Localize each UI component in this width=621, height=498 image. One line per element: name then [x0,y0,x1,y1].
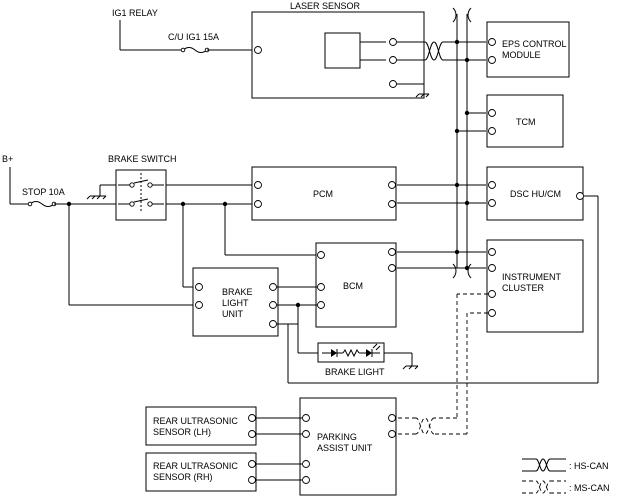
legend-hs-can: : HS-CAN [569,461,609,471]
rear-sensor-lh-box [145,406,257,446]
blu-label-line1: BRAKE [222,287,253,297]
fuse-cu-ig1-label: C/U IG1 15A [168,32,219,42]
parking-assist-unit: PARKING ASSIST UNIT [256,397,397,496]
eps-label-line1: EPS CONTROL [502,39,567,49]
cluster-label-line1: INSTRUMENT [502,272,561,282]
hs-can-bus [397,7,486,279]
dsc-module: DSC HU/CM [287,166,599,384]
bcm-box [315,242,397,328]
ms-can-link [397,293,488,435]
pcm-label: PCM [313,189,333,199]
instrument-cluster: INSTRUMENT CLUSTER [486,239,584,333]
rear-lh-label-line2: SENSOR (LH) [153,427,211,437]
resistor-symbol [342,348,360,358]
b-plus-label: B+ [2,154,13,164]
rear-rh-label-line2: SENSOR (RH) [153,472,213,482]
fuse-stop-label: STOP 10A [22,187,65,197]
pcm-module: PCM [251,166,397,221]
brake-light-unit: BRAKE LIGHT UNIT [192,267,320,354]
fuse-cu-ig1-symbol [182,47,208,53]
blu-label-line2: LIGHT [222,298,249,308]
rear-lh-label-line1: REAR ULTRASONIC [153,416,238,426]
blu-label-line3: UNIT [222,309,243,319]
ig1-relay-label: IG1 RELAY [112,8,158,18]
rear-rh-label-line1: REAR ULTRASONIC [153,461,238,471]
laser-sensor-label: LASER SENSOR [290,1,361,11]
rear-ultrasonic-sensor-rh: REAR ULTRASONIC SENSOR (RH) [145,452,257,492]
dsc-label: DSC HU/CM [510,189,561,199]
rear-sensor-rh-box [145,452,257,492]
dsc-box [486,166,584,221]
led-symbol [366,349,372,357]
eps-label-line2: MODULE [502,50,541,60]
legend: : HS-CAN : MS-CAN [522,458,610,494]
pau-label-line2: ASSIST UNIT [317,443,373,453]
b-plus-feed: B+ STOP 10A [2,154,193,306]
brake-light-unit-box [192,267,279,337]
bcm-module: BCM [315,242,397,328]
cluster-label-line2: CLUSTER [502,283,545,293]
brake-switch-outputs [166,184,317,288]
legend-ms-can: : MS-CAN [569,483,610,493]
tcm-label: TCM [516,117,536,127]
laser-sensor: LASER SENSOR [251,1,430,99]
instrument-cluster-box [486,239,584,333]
brake-switch-label: BRAKE SWITCH [108,154,177,164]
pau-label-line1: PARKING [317,432,357,442]
brake-light: BRAKE LIGHT [317,342,419,377]
tcm-box [486,94,564,148]
diode-symbol [331,349,337,357]
laser-sensor-inner-box [324,32,361,69]
fuse-stop-symbol [29,201,55,207]
brake-light-label: BRAKE LIGHT [325,367,385,377]
tcm-module: TCM [486,94,564,148]
eps-control-module: EPS CONTROL MODULE [486,21,570,78]
pcm-box [251,166,397,221]
brake-switch: BRAKE SWITCH [86,154,177,221]
parking-assist-unit-box [299,397,397,496]
bcm-label: BCM [343,281,363,291]
ig1-feed: IG1 RELAY C/U IG1 15A [112,8,254,53]
eps-control-module-box [486,21,570,78]
rear-ultrasonic-sensor-lh: REAR ULTRASONIC SENSOR (LH) [145,406,257,446]
